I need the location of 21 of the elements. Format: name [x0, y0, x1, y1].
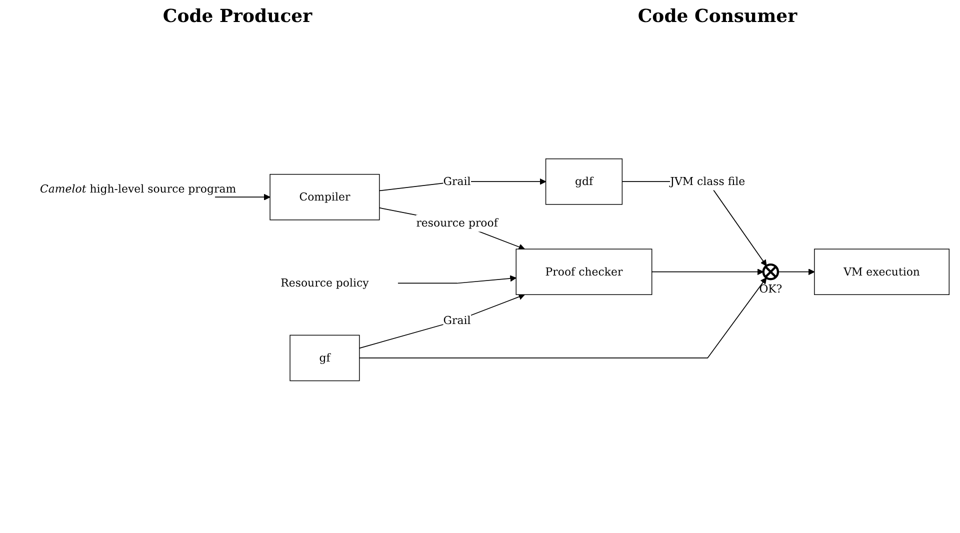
- node-box: Proof checker: [516, 248, 652, 296]
- edge-label: Grail: [443, 314, 471, 328]
- node-box: VM execution: [814, 248, 950, 296]
- node-text: Camelot high-level source program: [40, 182, 236, 196]
- node-text: Resource policy: [280, 276, 369, 290]
- edge-label: Grail: [443, 175, 471, 188]
- node-box: gdf: [545, 158, 623, 206]
- arrow: [378, 208, 525, 250]
- arrow: [358, 278, 767, 359]
- node-box: Compiler: [270, 174, 380, 221]
- arrow: [214, 194, 270, 201]
- arrow: [651, 268, 764, 276]
- edge-label: JVM class file: [670, 175, 746, 188]
- edge-label: resource proof: [416, 216, 498, 230]
- arrow: [398, 276, 516, 284]
- section-heading: Code Producer: [162, 6, 312, 29]
- arrow: [778, 268, 815, 276]
- section-heading: Code Consumer: [638, 6, 798, 29]
- node-box: gf: [290, 335, 360, 382]
- arrow: [358, 294, 525, 349]
- node-caption: OK?: [759, 282, 782, 296]
